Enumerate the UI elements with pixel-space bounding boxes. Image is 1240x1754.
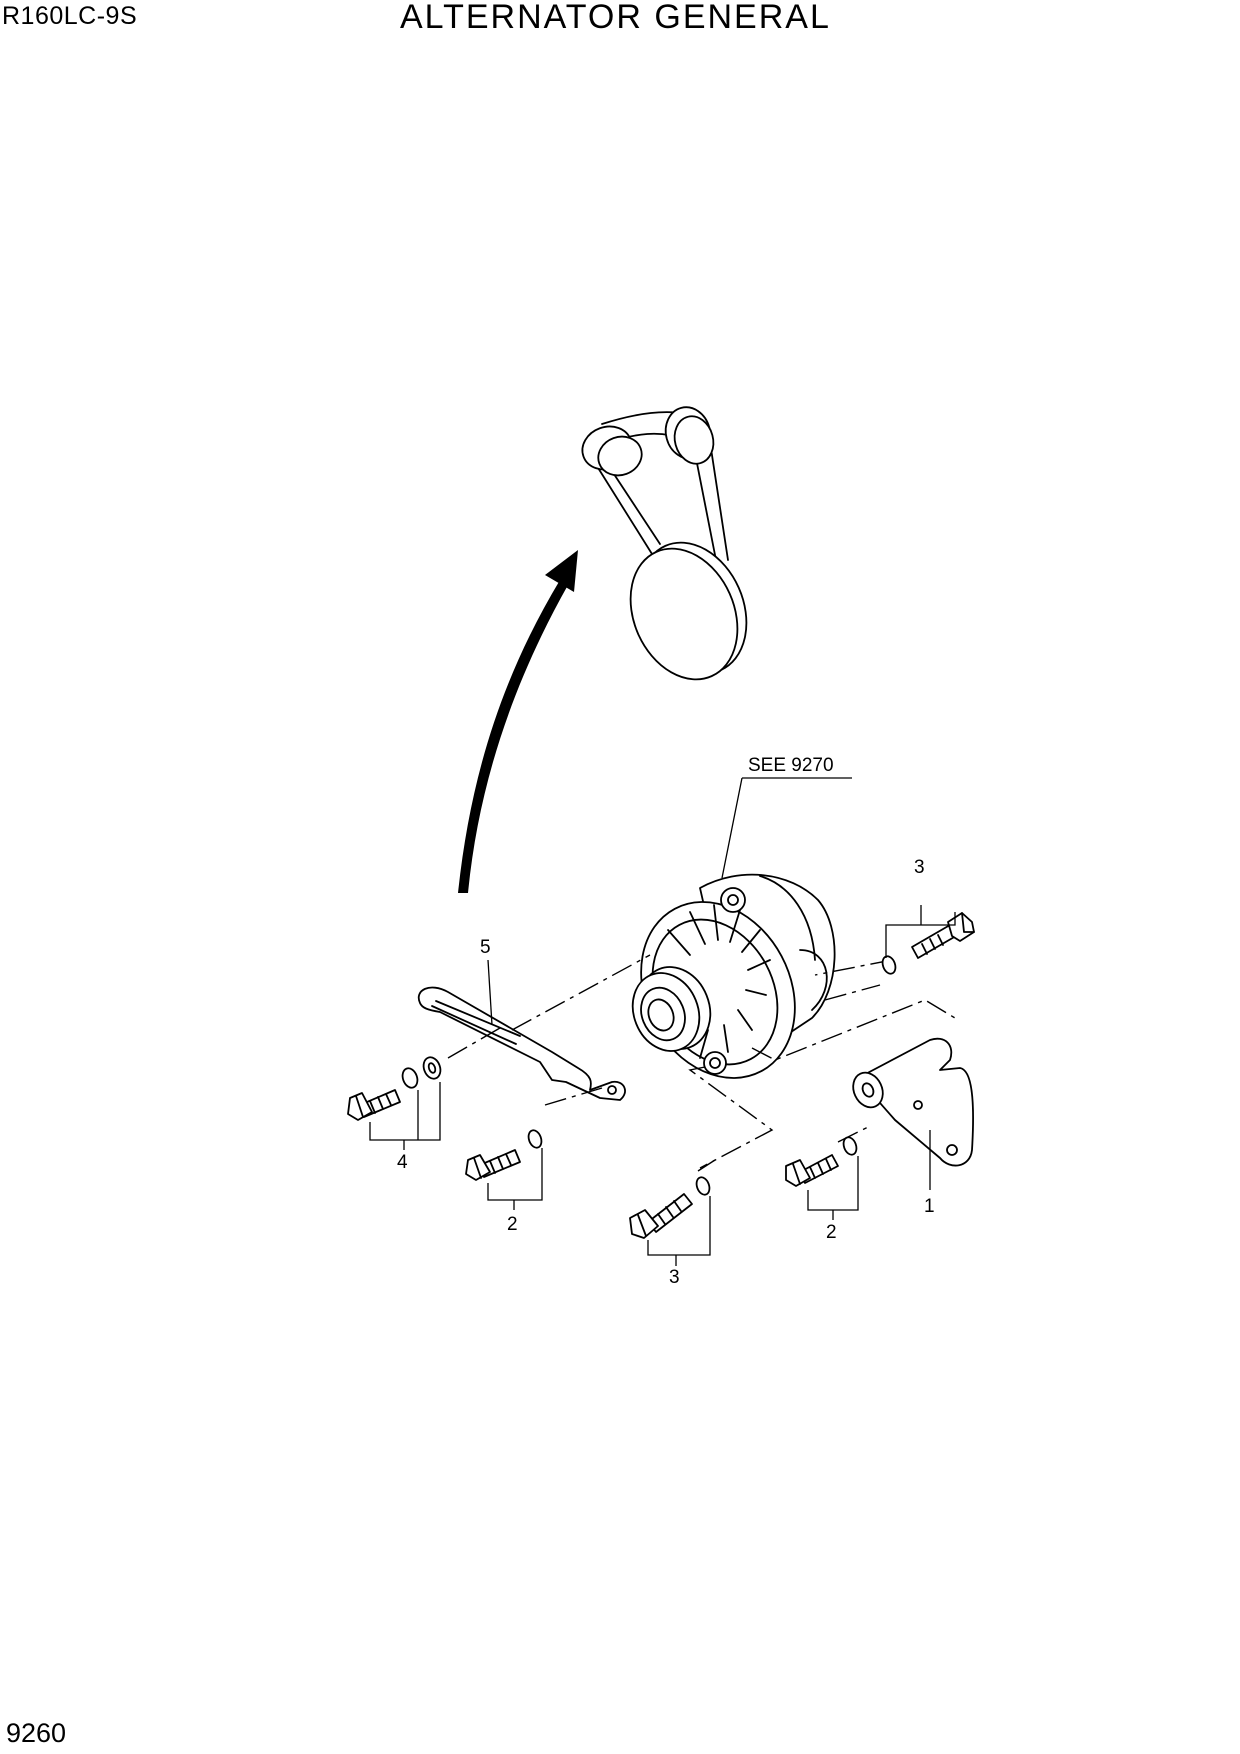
bolt-set-left-lower: 2 bbox=[465, 1129, 543, 1235]
reference-note: SEE 9270 bbox=[721, 755, 852, 879]
model-number: R160LC-9S bbox=[2, 2, 138, 30]
bolt-set-bottom: 3 bbox=[629, 1176, 711, 1288]
page-number: 9260 bbox=[6, 1718, 67, 1748]
adjusting-strap: 5 bbox=[417, 937, 626, 1101]
alternator bbox=[631, 873, 836, 1079]
belt-drive-illustration bbox=[581, 406, 748, 681]
bolt-set-left: 4 bbox=[347, 1056, 442, 1173]
see-9270-label: SEE 9270 bbox=[748, 755, 834, 776]
callout-3-top: 3 bbox=[914, 857, 925, 878]
callout-2-right: 2 bbox=[826, 1222, 837, 1243]
bolt-set-top-right: 3 bbox=[881, 857, 975, 975]
callout-3-bottom: 3 bbox=[669, 1267, 680, 1288]
callout-1: 1 bbox=[924, 1196, 935, 1217]
page-title: ALTERNATOR GENERAL bbox=[400, 0, 831, 36]
bolt-set-right-lower: 2 bbox=[785, 1136, 859, 1243]
mounting-bracket: 1 bbox=[852, 1037, 974, 1217]
callout-2-left: 2 bbox=[507, 1214, 518, 1235]
assembly-lines bbox=[447, 954, 956, 1172]
callout-5: 5 bbox=[480, 937, 491, 958]
callout-4: 4 bbox=[397, 1152, 408, 1173]
curved-arrow-icon bbox=[458, 550, 578, 893]
